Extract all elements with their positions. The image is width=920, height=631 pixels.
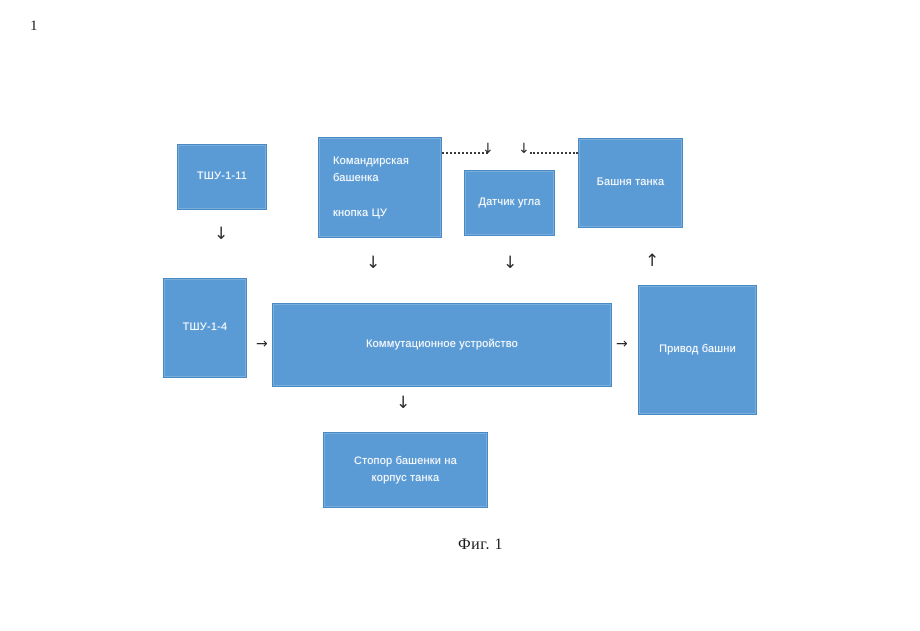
arrow-down-to-angle-sensor-icon: ↓ — [482, 141, 494, 157]
arrow-down-cupola-to-switch-icon: ↓ — [366, 253, 381, 273]
block-label: Командирская башенка кнопка ЦУ — [333, 155, 409, 219]
block-cupola-lock: Стопор башенки на корпус танка — [323, 432, 488, 508]
arrow-down-sensor-to-switch-icon: ↓ — [503, 253, 518, 273]
block-label: Коммутационное устройство — [366, 338, 518, 351]
block-commander-cupola: Командирская башенка кнопка ЦУ — [318, 137, 442, 238]
figure-caption: Фиг. 1 — [458, 536, 503, 553]
arrow-right-switch-to-drive-icon: → — [616, 336, 628, 352]
block-label: ТШУ-1-11 — [196, 170, 248, 183]
dotted-connector-left-icon — [442, 152, 488, 154]
block-label: ТШУ-1-4 — [182, 321, 228, 334]
block-turret-drive: Привод башни — [638, 285, 757, 415]
arrow-down-tshu-1-11-icon: ↓ — [214, 224, 229, 244]
block-tank-turret: Башня танка — [578, 138, 683, 228]
block-tshu-1-11: ТШУ-1-11 — [177, 144, 267, 210]
block-label: Стопор башенки на корпус танка — [353, 454, 457, 484]
arrow-right-tshu-1-4-to-switch-icon: → — [256, 336, 268, 352]
arrow-down-from-tank-turret-icon: ↓ — [518, 141, 530, 157]
block-angle-sensor: Датчик угла — [464, 170, 555, 236]
block-label: Датчик угла — [478, 196, 541, 209]
arrow-down-switch-to-lock-icon: ↓ — [396, 393, 411, 413]
block-switching-device: Коммутационное устройство — [272, 303, 612, 387]
arrow-up-drive-to-turret-icon: ↑ — [645, 251, 660, 271]
block-tshu-1-4: ТШУ-1-4 — [163, 278, 247, 378]
page-number: 1 — [30, 18, 38, 34]
block-label: Башня танка — [596, 176, 665, 189]
block-label: Привод башни — [659, 343, 736, 356]
dotted-connector-right-icon — [530, 152, 578, 154]
